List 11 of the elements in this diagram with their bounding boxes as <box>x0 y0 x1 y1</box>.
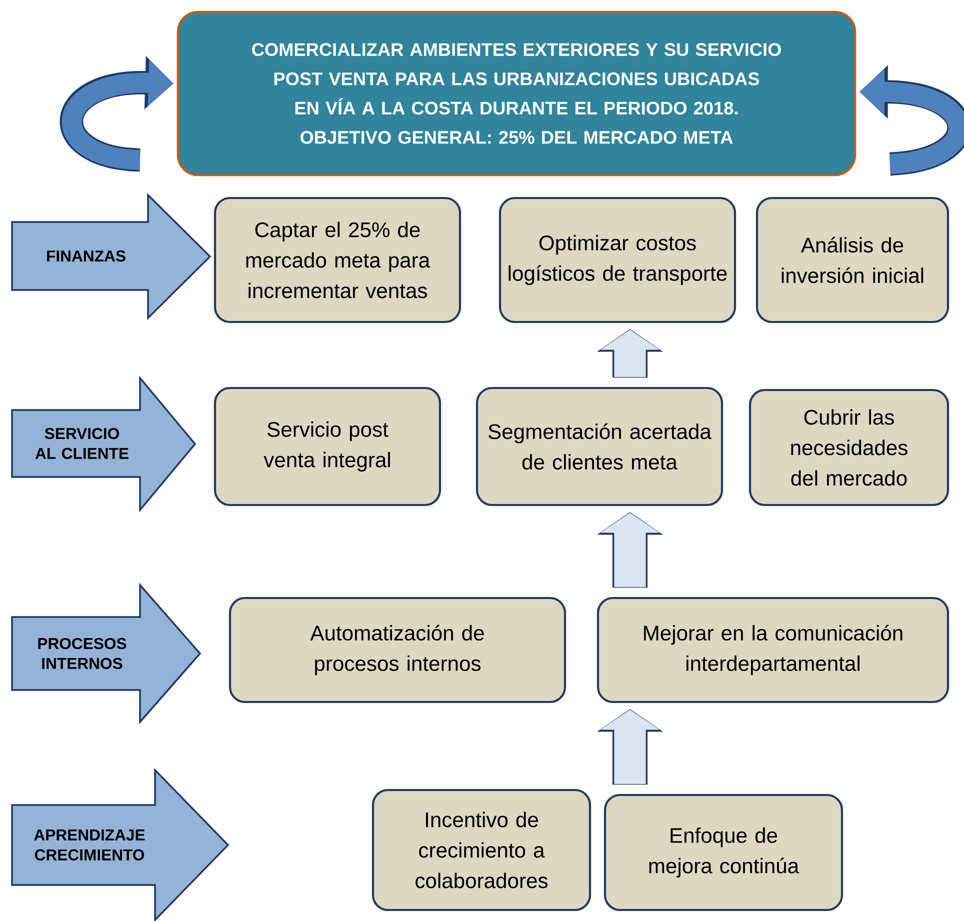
process-box: Optimizar costos logísticos de transporte <box>498 196 736 324</box>
process-box: Segmentación acertada de clientes meta <box>476 386 724 506</box>
process-box: Cubrir las necesidades del mercado <box>748 388 950 506</box>
process-box: Mejorar en la comunicación interdepartamental <box>596 596 950 704</box>
objective-box: COMERCIALIZAR AMBIENTES EXTERIORES Y SU SERVICIO POST VENTA PARA LAS URBANIZACIONES UBICADAS EN VÍA A LA COSTA DURANTE EL PERIODO 2018. OBJETIVO GENERAL: 25% DEL MERCADO META <box>176 10 856 176</box>
process-box: Automatización de procesos internos <box>228 596 566 704</box>
process-box: Captar el 25% de mercado meta para incrementar ventas <box>214 196 462 324</box>
process-box: Servicio post venta integral <box>214 386 442 506</box>
process-box: Incentivo de crecimiento a colaboradores <box>372 788 592 912</box>
process-box: Enfoque de mejora continúa <box>604 794 844 912</box>
process-box: Análisis de inversión inicial <box>756 196 950 324</box>
